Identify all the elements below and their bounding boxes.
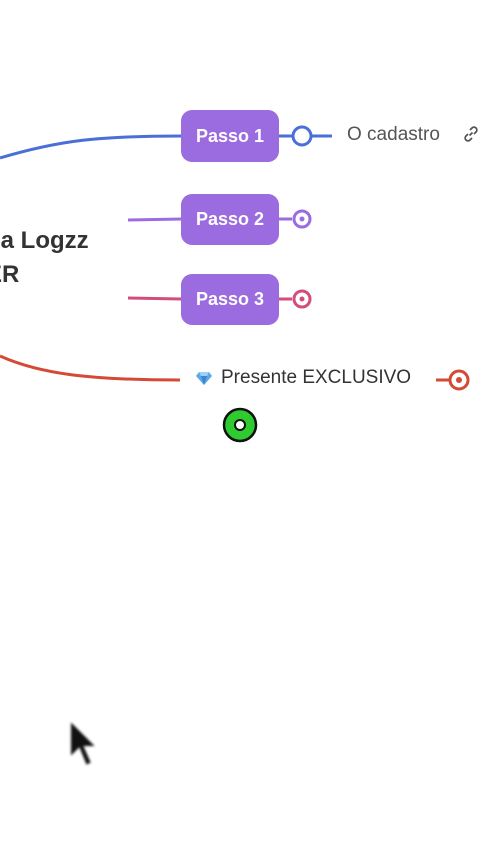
collapse-icon <box>291 125 313 147</box>
gem-icon <box>196 372 212 385</box>
branch-line-passo2 <box>127 217 183 222</box>
central-topic-line1: na Logzz <box>0 227 89 254</box>
mouse-cursor-icon <box>69 718 100 768</box>
branch-line-passo3 <box>127 296 183 301</box>
detail-o-cadastro[interactable]: O cadastro <box>347 124 440 145</box>
branch-line-passo1 <box>0 134 183 160</box>
node-passo-1[interactable]: Passo 1 <box>181 110 279 162</box>
branch-line-presente <box>0 354 181 382</box>
link-icon[interactable] <box>462 125 480 143</box>
node-label: Passo 1 <box>195 125 265 146</box>
node-label: Passo 2 <box>195 209 265 229</box>
node-presente-exclusivo[interactable]: Presente EXCLUSIVO <box>221 367 412 388</box>
central-topic[interactable]: na Logzz ER <box>0 224 89 292</box>
node-label: Passo 3 <box>195 289 265 309</box>
node-passo-2[interactable]: Passo 2 <box>181 194 279 245</box>
cursor-indicator <box>222 407 258 443</box>
node-passo-3[interactable]: Passo 3 <box>181 274 279 325</box>
central-topic-line2: ER <box>0 261 20 288</box>
